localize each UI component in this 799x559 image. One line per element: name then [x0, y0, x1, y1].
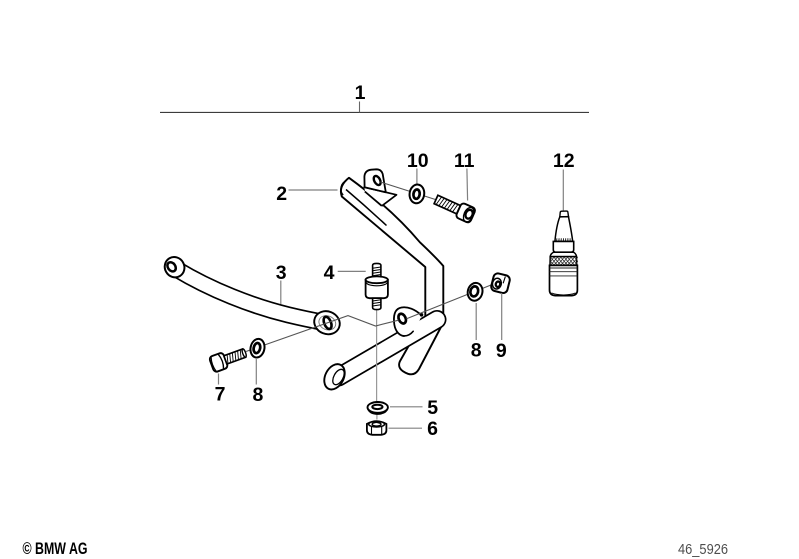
svg-text:46_5926: 46_5926 — [678, 542, 728, 558]
svg-text:8: 8 — [252, 384, 263, 406]
svg-text:© BMW AG: © BMW AG — [23, 540, 88, 558]
svg-text:11: 11 — [454, 150, 475, 172]
svg-text:8: 8 — [471, 340, 482, 362]
svg-text:5: 5 — [427, 397, 438, 419]
svg-text:3: 3 — [276, 262, 287, 284]
svg-text:2: 2 — [276, 183, 287, 205]
svg-text:7: 7 — [215, 383, 226, 405]
svg-text:10: 10 — [407, 150, 429, 172]
svg-text:9: 9 — [496, 340, 507, 362]
svg-text:12: 12 — [553, 150, 575, 172]
svg-text:4: 4 — [324, 262, 335, 284]
svg-text:1: 1 — [355, 82, 366, 104]
svg-text:6: 6 — [427, 418, 438, 440]
